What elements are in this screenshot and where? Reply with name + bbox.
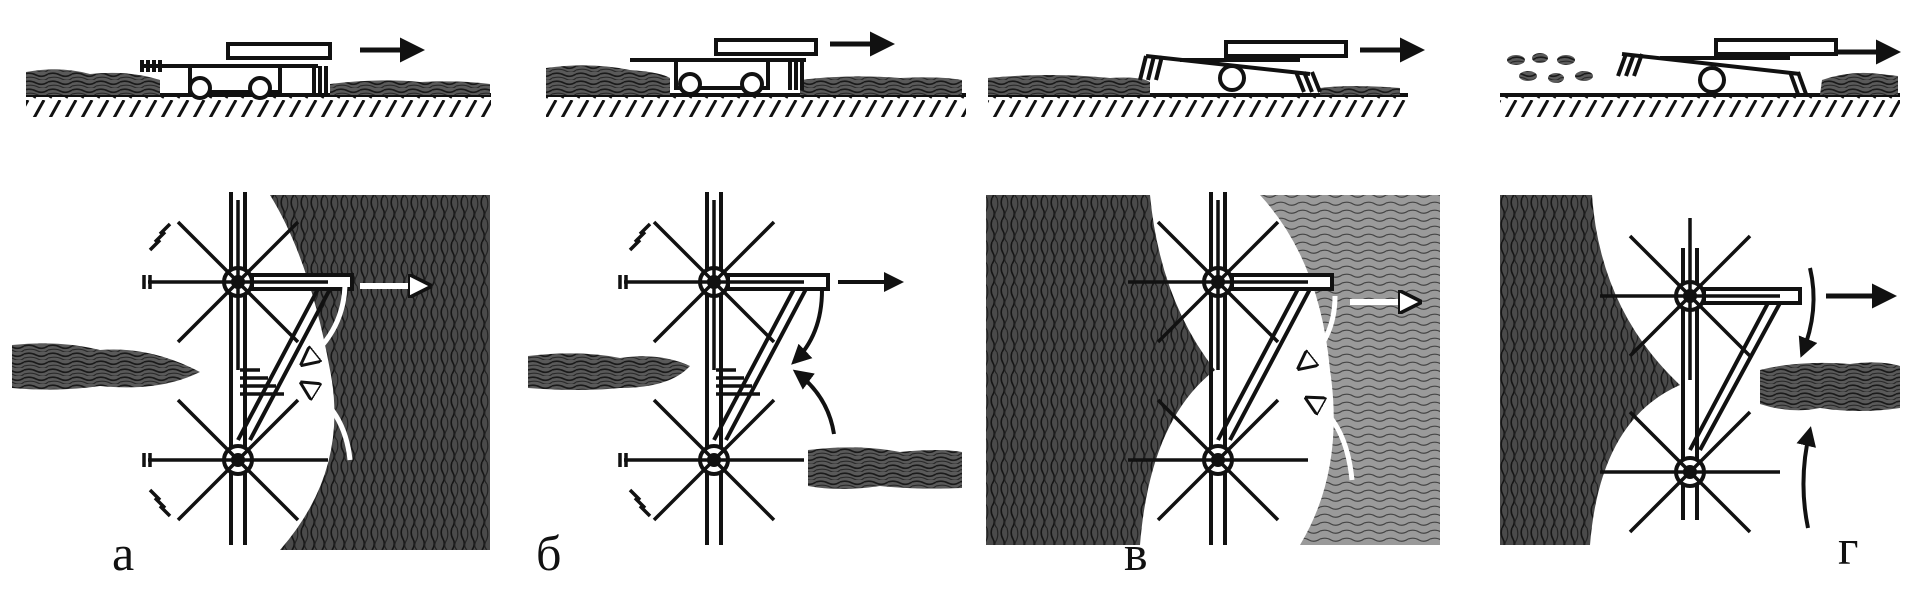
panel-label-a: а — [112, 525, 135, 581]
panel-label-v: в — [1124, 525, 1148, 581]
rake-machine — [1138, 40, 1348, 93]
rake-machine — [140, 42, 332, 100]
rake-tines — [1600, 218, 1780, 534]
panel-label-b: б — [536, 525, 562, 581]
hay-windrow-left — [26, 69, 160, 95]
hay-windrow-left — [12, 343, 200, 390]
panel-b-plan-view — [528, 192, 962, 545]
hay-windrow-right — [330, 80, 490, 95]
flow-arrow-upper — [791, 289, 824, 365]
flow-arrow-lower — [1796, 426, 1816, 529]
ground-hatch — [546, 95, 966, 117]
hay-windrow-left — [546, 65, 670, 95]
flow-arrow-lower — [792, 369, 836, 435]
hay-field-left — [986, 195, 1215, 545]
rake-tines — [618, 200, 804, 522]
rake-tines — [142, 200, 328, 522]
panel-g-side-view — [1500, 38, 1901, 117]
hay-swath-right — [1320, 86, 1400, 95]
flow-arrow-lower — [305, 385, 353, 461]
ground-hatch — [1500, 95, 1900, 117]
hay-windrow-right — [808, 447, 962, 489]
panel-v-plan-view — [986, 192, 1440, 545]
hay-windrow-right — [1820, 72, 1898, 95]
panel-label-g: г — [1838, 519, 1859, 575]
flow-arrow-upper — [1798, 267, 1818, 358]
panel-a-plan-view — [12, 192, 490, 550]
ground-hatch — [26, 95, 491, 117]
flow-arrow-upper — [305, 281, 348, 362]
panel-g-plan-view — [1500, 195, 1900, 545]
rake-tines — [1128, 200, 1308, 522]
panel-b-side-view — [546, 31, 966, 117]
flow-arrow-upper — [1302, 295, 1338, 366]
panel-a-side-view — [26, 37, 491, 117]
hay-field-right — [1260, 195, 1440, 545]
rake-machine — [630, 38, 818, 96]
scattered-hay — [1507, 53, 1593, 83]
ground-hatch — [988, 95, 1408, 117]
flow-arrow-lower — [1310, 400, 1355, 481]
hay-windrow-right — [800, 76, 962, 95]
hay-swath-left — [988, 75, 1150, 95]
panel-v-side-view — [988, 37, 1425, 117]
hay-windrow-left — [528, 353, 690, 390]
hay-windrow-right — [1760, 362, 1900, 411]
hay-field-left — [1500, 195, 1680, 545]
rake-machine — [1616, 38, 1838, 95]
hay-field-right — [270, 195, 490, 550]
